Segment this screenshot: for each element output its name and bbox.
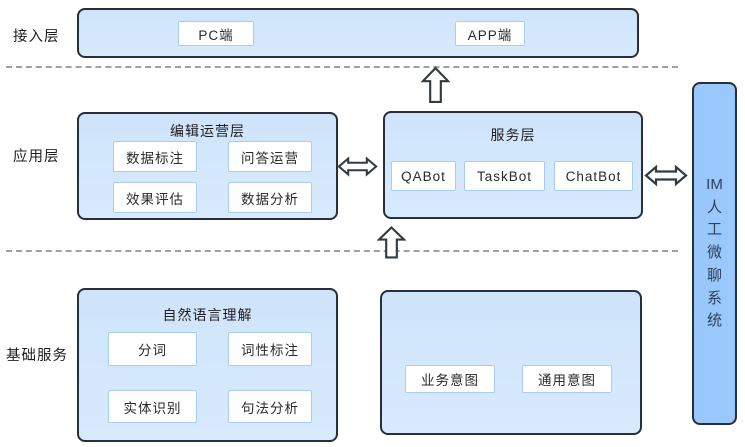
- im-system-bar: IM 人 工 微 聊 系 统: [692, 82, 737, 425]
- pc-node: PC端: [178, 21, 254, 46]
- separator-application-foundation: [6, 250, 678, 252]
- im-system-label-token: IM: [706, 175, 723, 193]
- chatbot-node: ChatBot: [554, 161, 633, 191]
- business-intent-node: 业务意图: [405, 365, 495, 393]
- nlu-title: 自然语言理解: [162, 307, 253, 323]
- im-system-label-token: 工: [706, 221, 722, 239]
- arrow-up-foundation-to-application-icon: [377, 226, 406, 259]
- effect-evaluation-node: 效果评估: [113, 182, 197, 213]
- qa-operation-node: 问答运营: [228, 141, 312, 172]
- entity-recognition-node: 实体识别: [108, 390, 197, 423]
- qabot-node: QABot: [391, 161, 456, 191]
- general-intent-node: 通用意图: [522, 365, 612, 393]
- pos-tagging-node: 词性标注: [228, 332, 312, 366]
- access-layer-label: 接入层: [13, 29, 60, 45]
- im-system-label-token: 统: [706, 312, 722, 330]
- im-system-label-token: 系: [706, 289, 722, 307]
- taskbot-node: TaskBot: [464, 161, 545, 191]
- app-node: APP端: [455, 21, 525, 46]
- access-bar: PC端 APP端: [77, 8, 639, 58]
- application-layer-label: 应用层: [13, 149, 60, 165]
- intent-box: 业务意图 通用意图: [380, 290, 642, 435]
- syntax-analysis-node: 句法分析: [228, 390, 312, 423]
- im-system-label-token: 人: [706, 198, 722, 216]
- word-segmentation-node: 分词: [108, 332, 197, 366]
- im-system-label-token: 微: [706, 244, 722, 262]
- arrow-double-horizontal-edit-service-icon: [337, 153, 378, 180]
- arrow-double-horizontal-service-im-icon: [644, 162, 688, 189]
- nlu-box: 自然语言理解 分词 词性标注 实体识别 句法分析: [77, 288, 338, 442]
- data-analysis-node: 数据分析: [228, 182, 312, 213]
- service-box: 服务层 QABot TaskBot ChatBot: [383, 111, 643, 219]
- edit-ops-box: 编辑运营层 数据标注 问答运营 效果评估 数据分析: [77, 112, 338, 220]
- edit-ops-title: 编辑运营层: [170, 123, 245, 139]
- foundation-layer-label: 基础服务: [6, 348, 68, 364]
- data-annotation-node: 数据标注: [113, 141, 197, 172]
- arrow-up-service-to-access-icon: [421, 66, 450, 104]
- im-system-label-token: 聊: [706, 266, 722, 284]
- service-title: 服务层: [490, 127, 536, 143]
- separator-access-application: [6, 66, 678, 68]
